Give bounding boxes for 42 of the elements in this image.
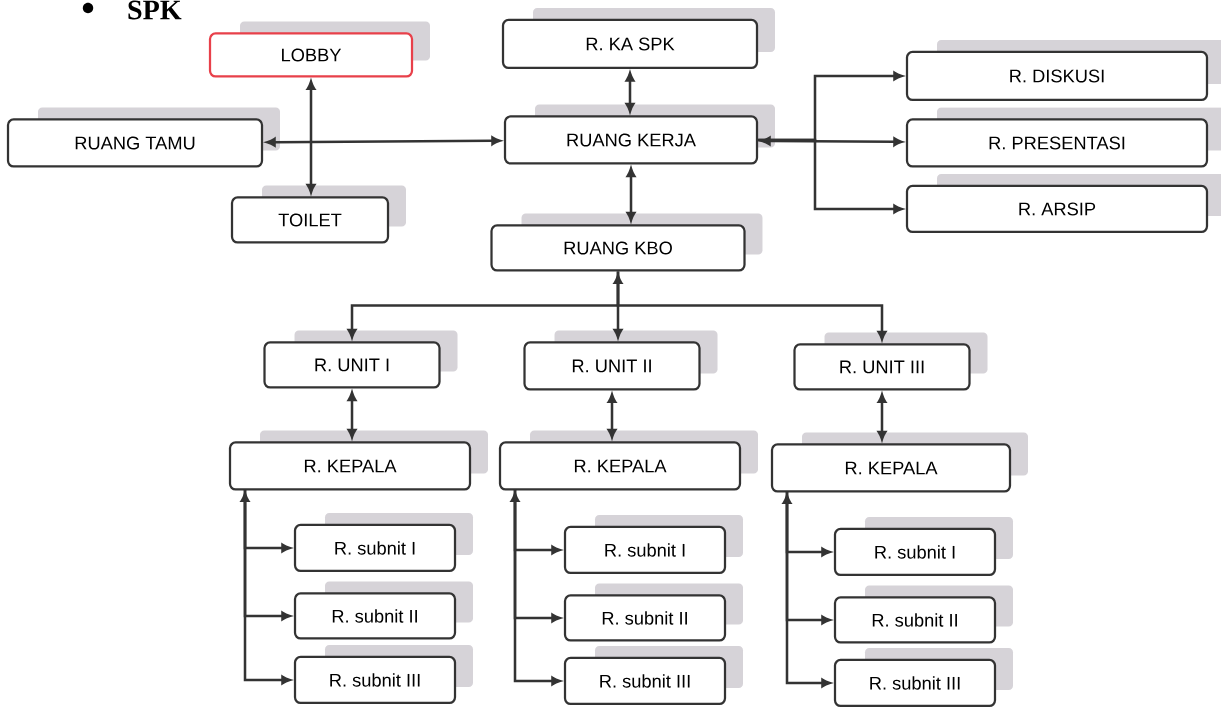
room-box: R. KEPALA: [498, 441, 742, 491]
arrow: [306, 80, 316, 194]
room-box: R. subnit II: [563, 594, 727, 642]
arrow: [513, 489, 561, 686]
room-box: R. subnit I: [833, 527, 997, 577]
room-box: LOBBY: [208, 32, 414, 78]
room-box: R. subnit II: [293, 592, 457, 640]
arrow: [625, 72, 635, 113]
arrow: [626, 167, 636, 222]
room-box: RUANG KBO: [490, 224, 746, 272]
heading: SPK: [128, 0, 182, 20]
room-box: R. KEPALA: [228, 441, 472, 491]
room-box: R. subnit I: [293, 523, 457, 573]
room-box: RUANG KERJA: [503, 115, 759, 165]
arrow: [607, 393, 617, 439]
arrow: [243, 489, 291, 685]
room-box: R. UNIT III: [793, 343, 971, 391]
arrow: [347, 391, 357, 439]
room-box: R. PRESENTASI: [905, 118, 1209, 168]
room-box: R. UNIT II: [523, 341, 701, 391]
room-box: R. subnit II: [833, 596, 997, 644]
room-box: R. KA SPK: [501, 18, 759, 70]
room-box: R. subnit I: [563, 525, 727, 575]
arrow: [616, 271, 887, 341]
room-box: R. subnit III: [563, 656, 727, 706]
arrow: [761, 136, 903, 147]
arrow: [877, 393, 887, 441]
arrow: [785, 491, 831, 688]
room-box: R. KEPALA: [770, 443, 1012, 493]
arrow: [510, 492, 561, 555]
arrow: [782, 494, 831, 557]
room-box: R. ARSIP: [905, 184, 1209, 234]
arrow: [758, 138, 903, 214]
arrow: [266, 136, 501, 147]
arrow: [613, 274, 623, 339]
arrow: [240, 492, 291, 553]
room-box: RUANG TAMU: [6, 118, 264, 168]
room-box: R. UNIT I: [263, 341, 441, 389]
room-box: TOILET: [230, 196, 390, 244]
room-box: R. subnit III: [833, 658, 997, 708]
room-box: R. subnit III: [293, 655, 457, 705]
room-box: R. DISKUSI: [905, 50, 1209, 102]
